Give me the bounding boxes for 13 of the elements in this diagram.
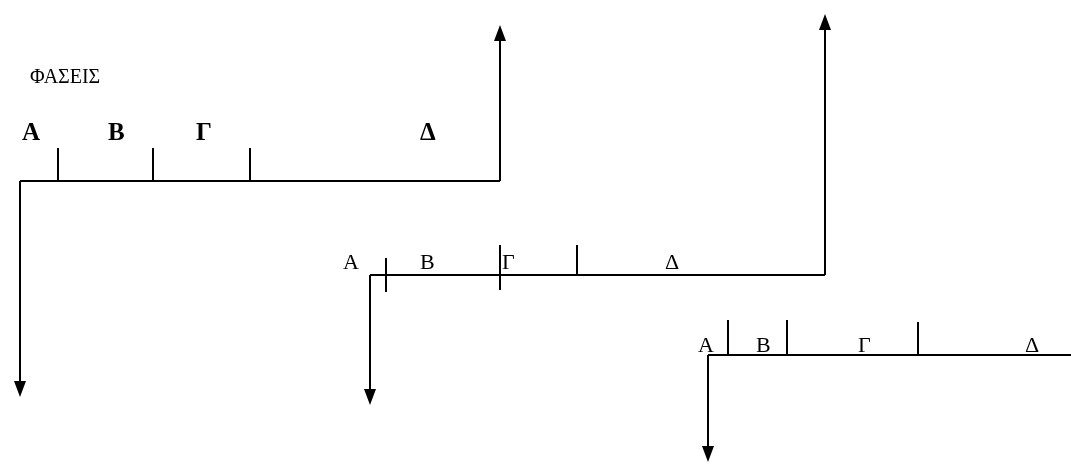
phase-label: Α <box>698 334 714 356</box>
phase-label: Α <box>343 251 359 273</box>
phase-label: Β <box>420 251 435 273</box>
phase-label: Δ <box>420 119 436 144</box>
phase-label: Γ <box>502 251 515 273</box>
heading-text: ΦΑΣΕΙΣ <box>30 66 101 86</box>
phase-label: Γ <box>196 119 212 144</box>
phase-label: Γ <box>858 334 871 356</box>
phase-label: Β <box>108 119 125 144</box>
phase-label: Β <box>756 334 771 356</box>
phase-label: Α <box>22 119 41 144</box>
phase-label: Δ <box>1025 334 1040 356</box>
phase-label: Δ <box>665 251 680 273</box>
